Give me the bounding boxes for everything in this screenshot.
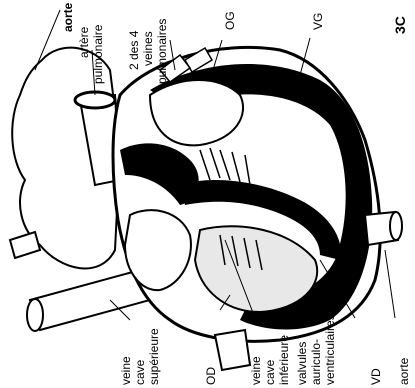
figure-number: 3C: [392, 16, 408, 34]
label-aorte-bottom: aorte: [398, 358, 411, 385]
superior-vena-cava-opening: [27, 299, 43, 331]
label-pulm-artery-2: pulmonaire: [92, 25, 105, 84]
label-valves-3: ventriculaires: [324, 314, 337, 385]
aorta-branch: [10, 232, 40, 258]
descending-aorta-opening: [390, 212, 402, 240]
label-aorte-top: aorte: [62, 3, 75, 32]
label-svc-2: cave: [134, 360, 147, 385]
label-vg: VG: [312, 13, 325, 30]
label-pulm-artery-1: artère: [78, 27, 91, 58]
label-ivc-2: cave: [264, 360, 277, 385]
label-od: OD: [205, 367, 218, 385]
superior-vena-cava-tube: [30, 270, 150, 330]
label-ivc-3: inférieure: [278, 335, 291, 385]
label-pulm-veins-2: veines: [142, 31, 155, 66]
label-og: OG: [224, 11, 237, 30]
label-valves-1: valvules: [296, 342, 309, 385]
label-svc-3: supérieure: [148, 328, 161, 385]
label-valves-2: auriculo-: [310, 339, 323, 385]
label-pulm-veins-1: 2 des 4: [128, 31, 141, 70]
label-ivc-1: veine: [250, 356, 263, 385]
inferior-vena-cava-tube: [215, 330, 250, 370]
label-pulm-veins-3: pulmonaires: [156, 19, 169, 84]
label-vd: VD: [370, 368, 383, 385]
label-svc-1: veine: [120, 356, 133, 385]
